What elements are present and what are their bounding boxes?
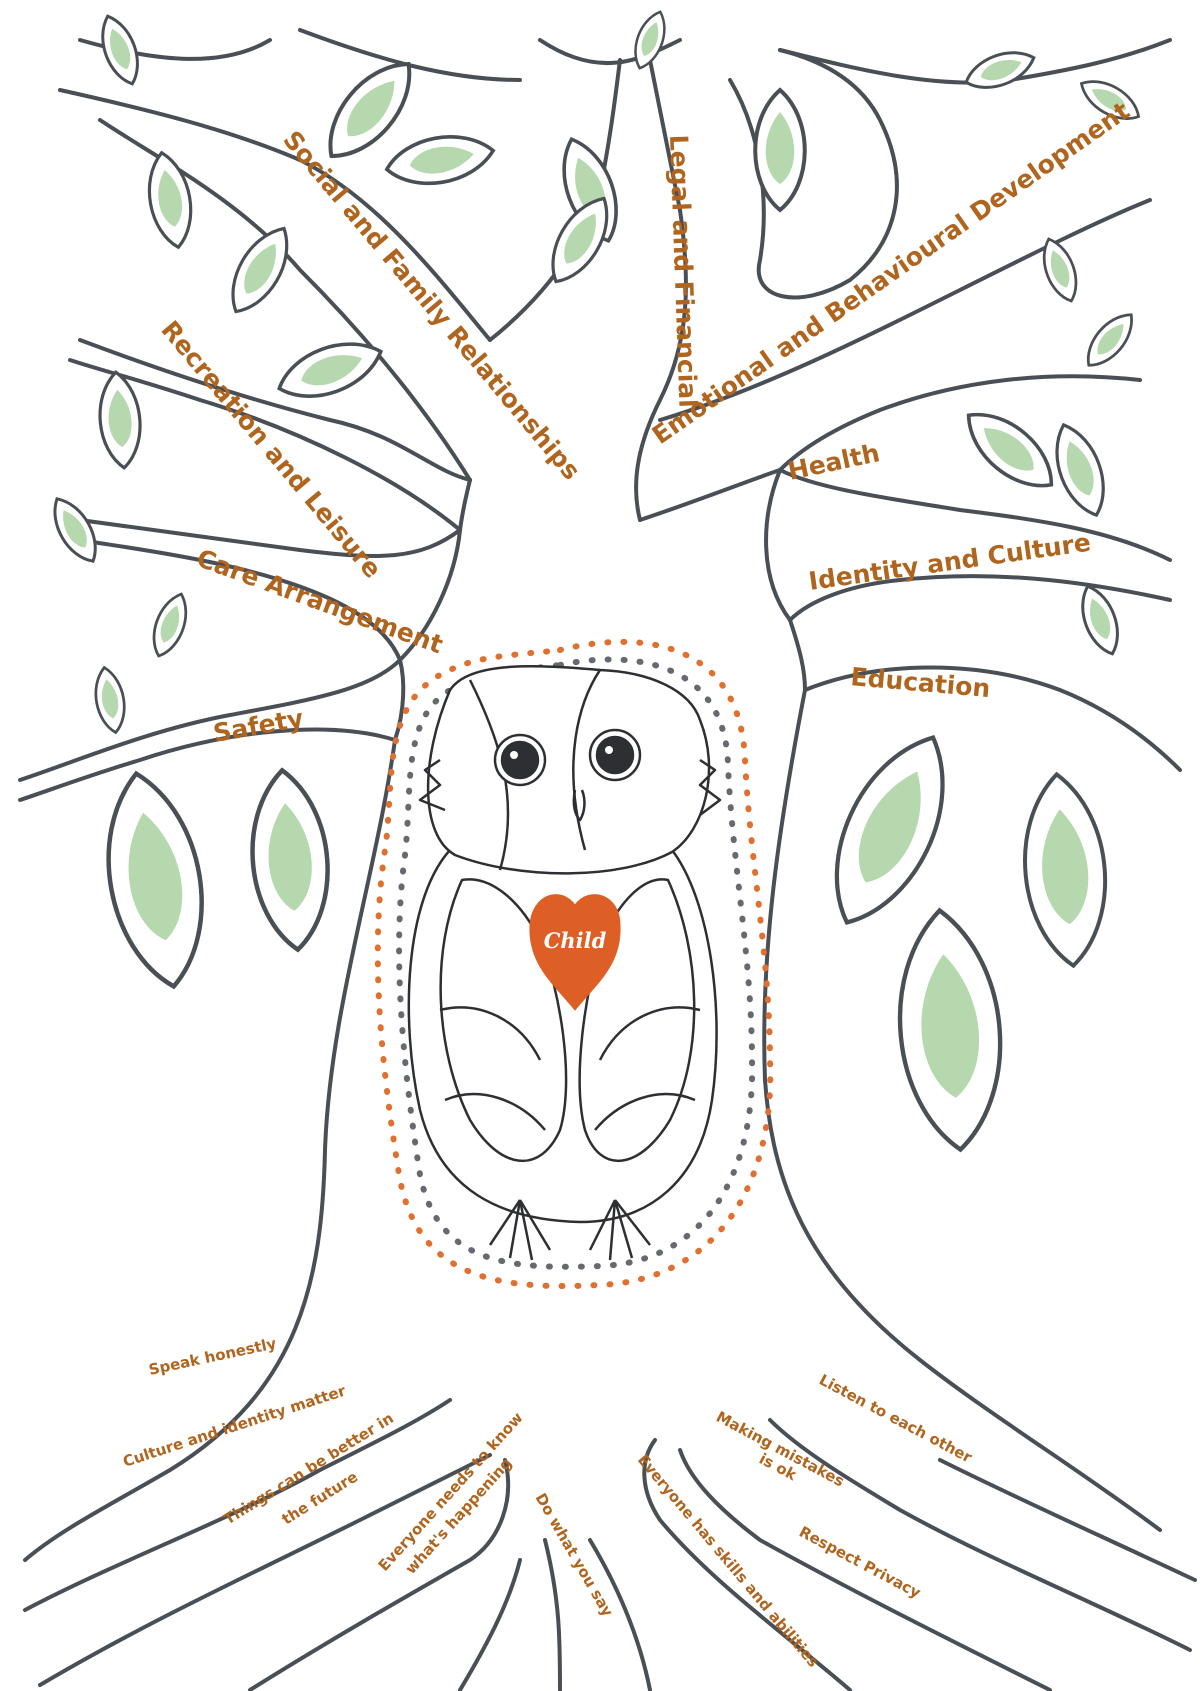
root-label-speak-honestly: Speak honestly <box>147 1334 278 1379</box>
branch-label-legal-financial: Legal and Financial <box>664 134 703 408</box>
branch-label-identity-culture: Identity and Culture <box>807 528 1093 596</box>
branch-label-health: Health <box>785 438 882 486</box>
root-label-respect-privacy: Respect Privacy <box>796 1523 924 1602</box>
branch-label-safety: Safety <box>211 704 306 748</box>
root-label-do-what-you-say: Do what you say <box>532 1490 617 1620</box>
branch-label-care-arrangement: Care Arrangement <box>193 543 447 659</box>
child-label: Child <box>544 928 607 953</box>
root-label-everyone-know-1: Everyone needs to know <box>375 1409 527 1575</box>
